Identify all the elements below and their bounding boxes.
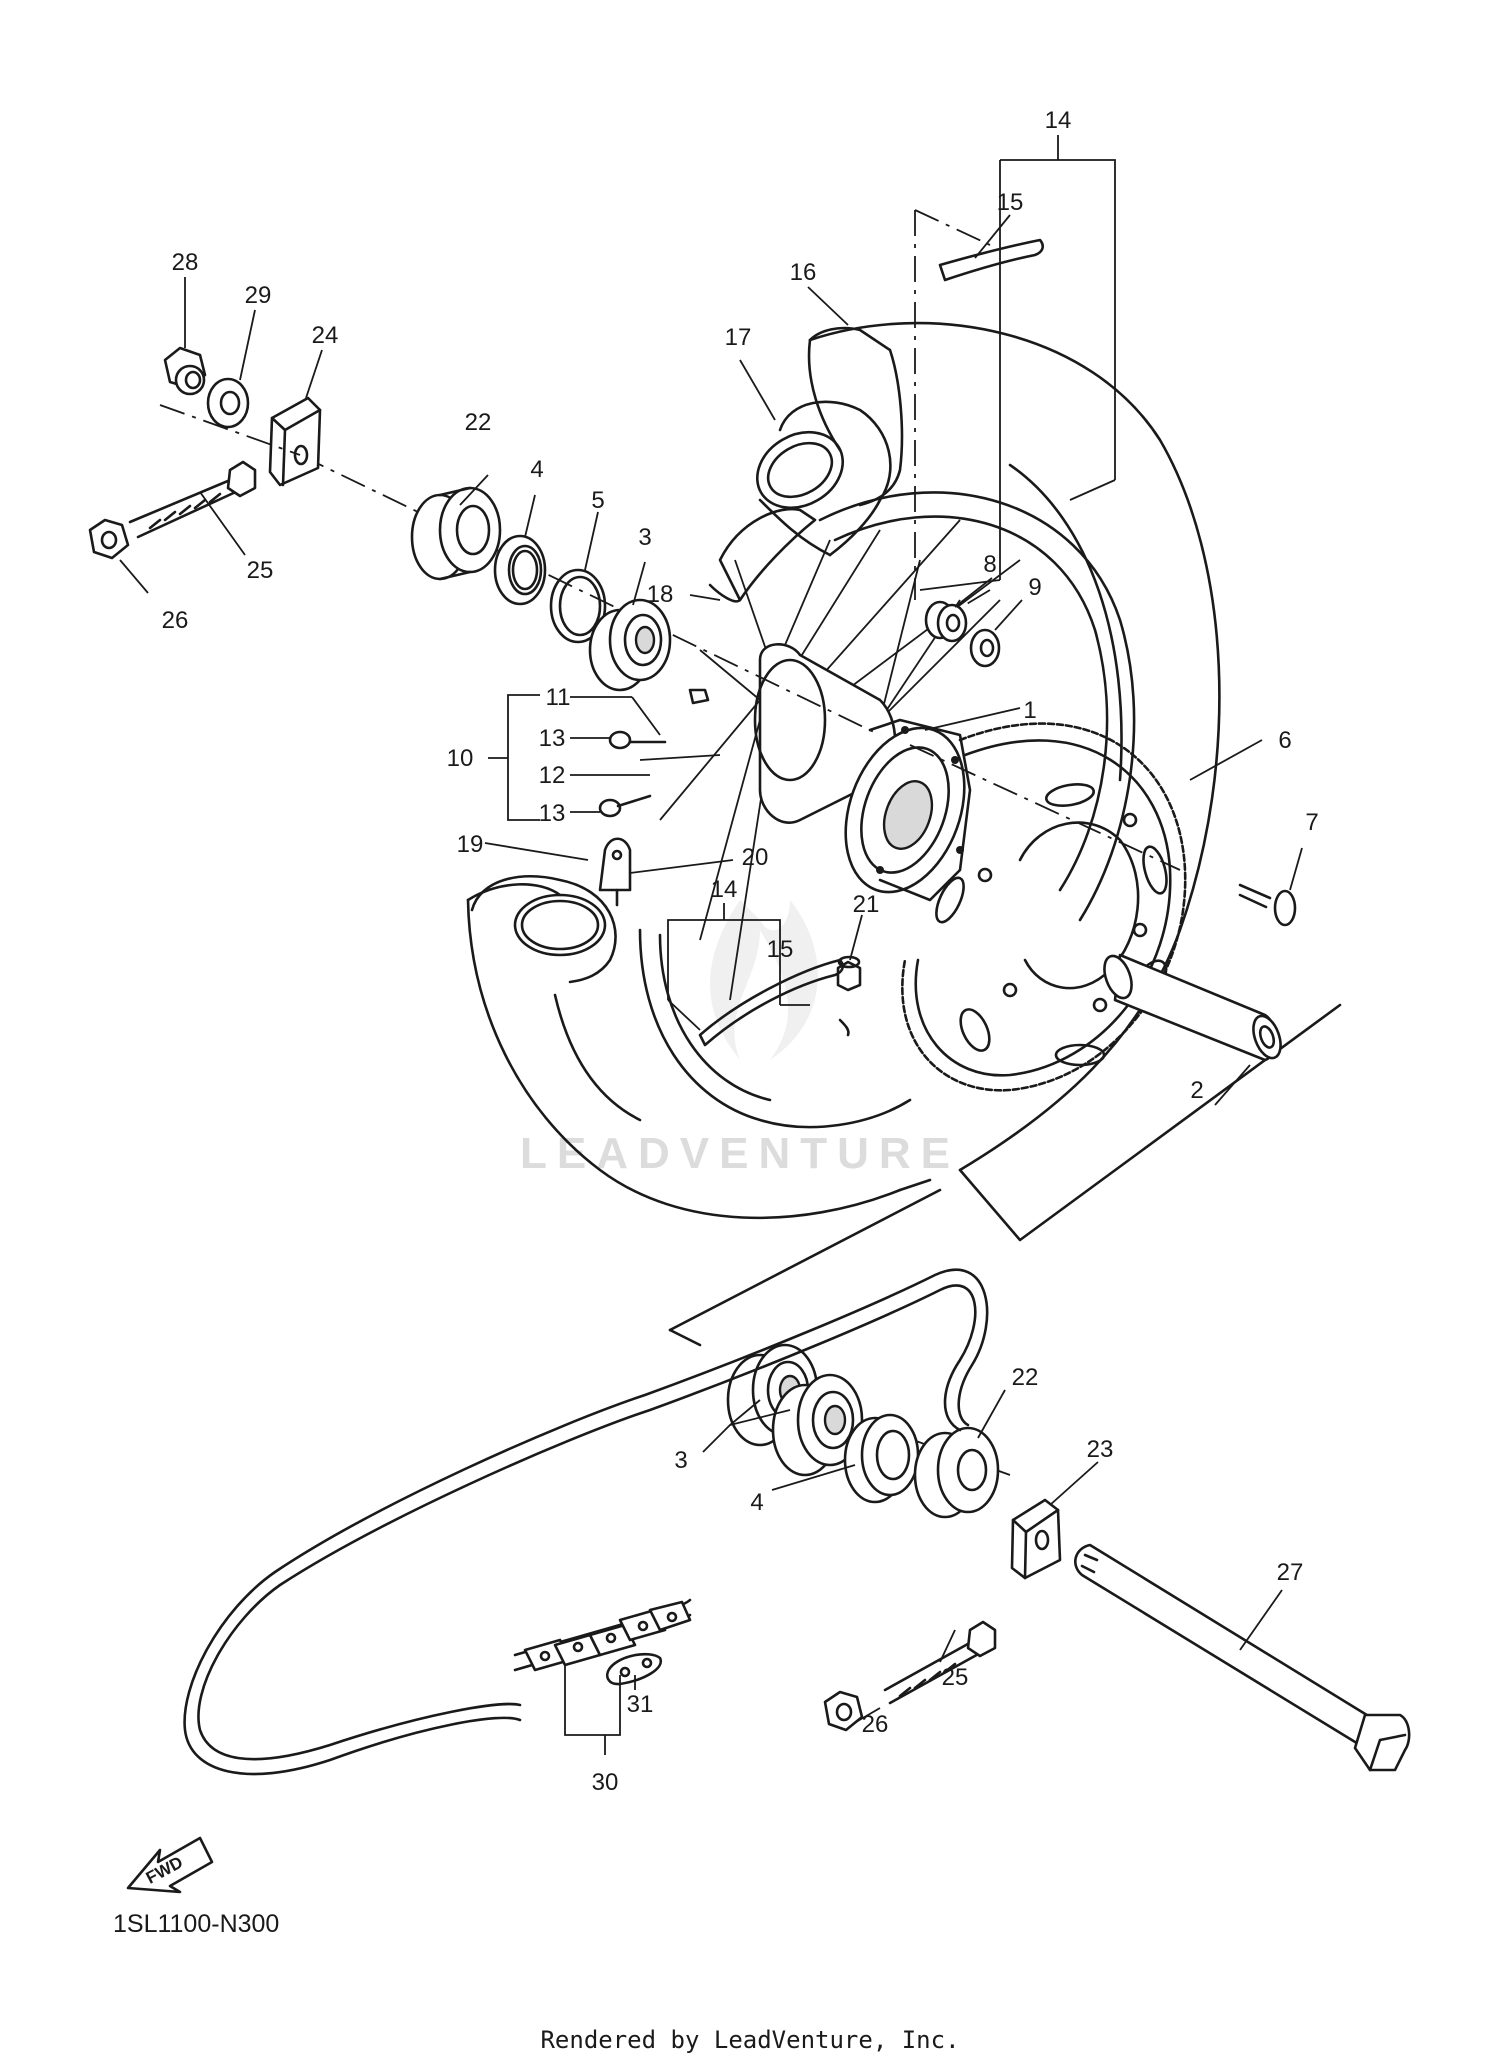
- footer-credit: Rendered by LeadVenture, Inc.: [540, 2026, 959, 2054]
- rim-lock-19: [598, 837, 632, 907]
- callout-30: 30: [592, 1769, 619, 1796]
- hub: [753, 643, 972, 902]
- callout-29: 29: [245, 282, 272, 309]
- callout-7: 7: [1305, 809, 1318, 836]
- callout-13: 13: [539, 725, 566, 752]
- callout-5: 5: [591, 487, 604, 514]
- callout-12: 12: [539, 762, 566, 789]
- callout-13-lower: 13: [539, 800, 566, 827]
- sprocket: [901, 722, 1187, 1092]
- inner-tube: [755, 400, 892, 557]
- axle-centerline: [299, 454, 881, 736]
- circlip-5: [549, 568, 607, 644]
- callout-15-lower: 15: [767, 936, 794, 963]
- callout-3: 3: [638, 524, 651, 551]
- callout-16: 16: [790, 259, 817, 286]
- collar-22-left: [410, 486, 502, 581]
- fwd-arrow-icon: FWD: [126, 1836, 214, 1894]
- callout-numbers: 14 15 16 17 18 28 29 24 22 4 5 3 25 26 8…: [162, 107, 1319, 1796]
- callout-26: 26: [162, 607, 189, 634]
- chain-links: [523, 1600, 692, 1672]
- axle-bolt-25-top: [128, 460, 257, 539]
- callout-27: 27: [1277, 1559, 1304, 1586]
- nut-26-bottom: [823, 1690, 864, 1732]
- adjuster-block-23: [1010, 1498, 1062, 1580]
- washer-29: [206, 377, 250, 429]
- callout-4: 4: [530, 456, 543, 483]
- nut-26-top: [88, 518, 130, 560]
- leader-lines: [119, 135, 1303, 1755]
- callout-28: 28: [172, 249, 199, 276]
- callout-26-lower: 26: [862, 1711, 889, 1738]
- spoke-parts: [598, 688, 721, 818]
- collar: [1103, 953, 1282, 1062]
- chain-joint-31: [606, 1652, 663, 1686]
- spacer-8: [924, 600, 968, 643]
- callout-4-lower: 4: [750, 1489, 763, 1516]
- callout-18: 18: [647, 581, 674, 608]
- callout-14: 14: [1045, 107, 1072, 134]
- callout-25-lower: 25: [942, 1664, 969, 1691]
- oil-seal-4-bottom: [843, 1413, 920, 1504]
- adjuster-block-24: [268, 396, 322, 487]
- washer-9: [969, 628, 1001, 668]
- callout-20: 20: [742, 844, 769, 871]
- part-code: 1SL1100-N300: [113, 1910, 279, 1938]
- callout-23: 23: [1087, 1436, 1114, 1463]
- callout-21: 21: [853, 891, 880, 918]
- tire-section-bottom: [470, 874, 617, 984]
- callout-10: 10: [447, 745, 474, 772]
- callout-17: 17: [725, 324, 752, 351]
- callout-24: 24: [312, 322, 339, 349]
- callout-31: 31: [627, 1691, 654, 1718]
- callout-22-lower: 22: [1012, 1364, 1039, 1391]
- callout-19: 19: [457, 831, 484, 858]
- callout-3-lower: 3: [674, 1447, 687, 1474]
- axle-bolt-25-bottom: [883, 1620, 997, 1705]
- callout-2: 2: [1190, 1077, 1203, 1104]
- callout-8: 8: [983, 551, 996, 578]
- callout-11: 11: [546, 684, 571, 711]
- drive-chain-30: [183, 1268, 989, 1776]
- rim-band: [708, 507, 817, 603]
- rim-tape-15-top: [938, 238, 1045, 282]
- rim-tape-15-bottom: [698, 958, 845, 1047]
- callout-9: 9: [1028, 574, 1041, 601]
- callout-1: 1: [1023, 697, 1036, 724]
- callout-14-lower: 14: [711, 876, 738, 903]
- callout-22: 22: [465, 409, 492, 436]
- bearing-3-top: [588, 598, 672, 692]
- callout-6: 6: [1278, 727, 1291, 754]
- callout-25: 25: [247, 557, 274, 584]
- axle-nut-28: [163, 346, 207, 396]
- axle-27: [1074, 1543, 1411, 1772]
- callout-15: 15: [997, 189, 1024, 216]
- oil-seal-4-left: [493, 534, 547, 606]
- collar-22-bottom: [913, 1426, 1000, 1519]
- sprocket-bolt: [1238, 883, 1297, 927]
- watermark-text: LEADVENTURE: [520, 1129, 960, 1178]
- wheel-rim: [638, 491, 1136, 1129]
- watermark-logo: [710, 900, 818, 1060]
